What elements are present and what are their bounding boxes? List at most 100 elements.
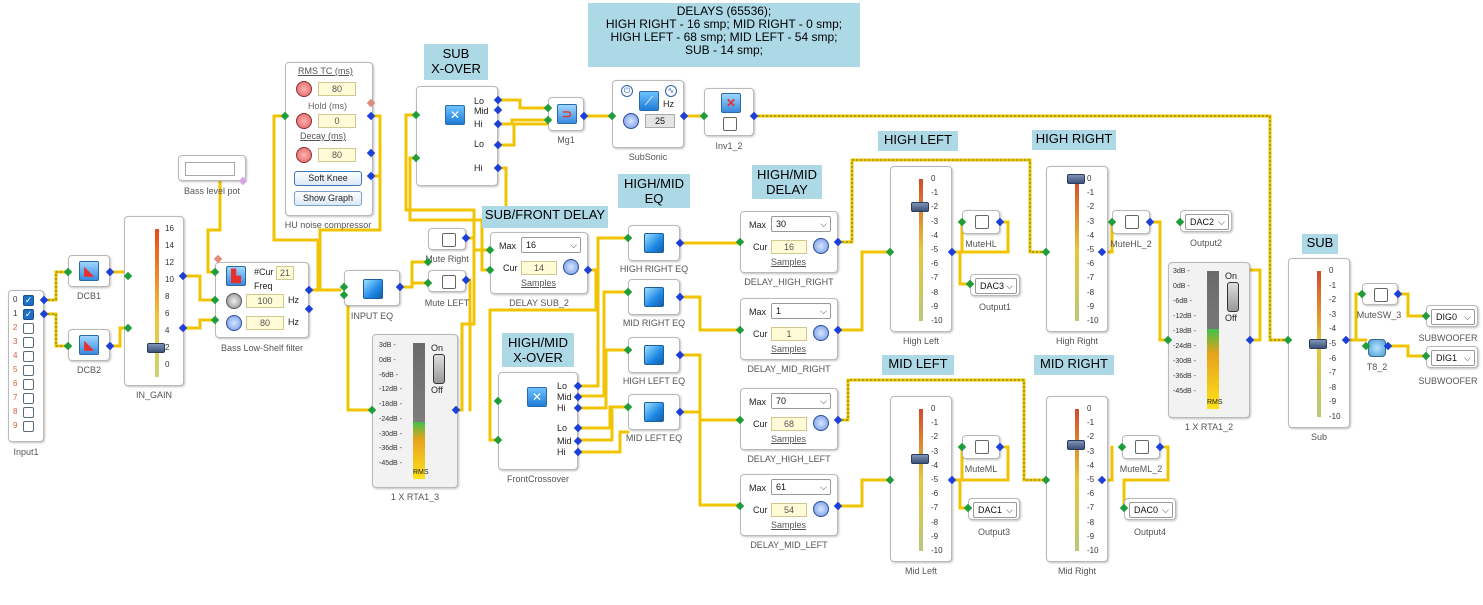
rta1-3-block[interactable]: 3dB -0dB --6dB --12dB --18dB --24dB --30… [372, 334, 458, 488]
dc-blocker-icon[interactable]: ◣ [79, 261, 99, 281]
output1-block[interactable]: DAC3⌵ [970, 274, 1020, 296]
mg1-block[interactable]: ⊃ [548, 97, 584, 131]
input-eq-block[interactable] [344, 270, 400, 306]
fader-block[interactable]: 0-1-2-3-4-5-6-7-8-9-10 [1046, 396, 1108, 562]
output2-block[interactable]: DAC2⌵ [1180, 210, 1232, 232]
compressor-block[interactable]: RMS TC (ms) 80 Hold (ms) 0 Decay (ms) 80… [285, 62, 373, 216]
subsonic-frequency-value[interactable]: 25 [645, 114, 675, 128]
soft-knee-button[interactable]: Soft Knee [294, 171, 362, 186]
fader-thumb[interactable] [911, 453, 929, 464]
subwoofer-dig0-block[interactable]: DIG0⌵ [1426, 305, 1478, 327]
delay-max-select[interactable]: 70⌵ [771, 393, 831, 409]
mute-left-checkbox[interactable] [442, 275, 456, 289]
delay-knob-icon[interactable] [563, 259, 579, 275]
fader-block[interactable]: 0-1-2-3-4-5-6-7-8-9-10 [890, 166, 952, 332]
delay-max-select[interactable]: 30⌵ [771, 216, 831, 232]
inv1-block[interactable]: ✕ [704, 88, 754, 136]
frequency-knob-icon[interactable] [623, 113, 639, 129]
mute-hl-checkbox[interactable] [975, 215, 989, 229]
bass-level-pot-input[interactable] [185, 162, 235, 176]
subsonic-block[interactable]: ⏻ ∿ ⟋ Hz 25 [612, 80, 684, 148]
rms-value[interactable]: 80 [318, 82, 356, 96]
mute-ml-checkbox[interactable] [975, 440, 989, 454]
output4-select[interactable]: DAC0⌵ [1129, 502, 1173, 518]
subwoofer-dig1-block[interactable]: DIG1⌵ [1426, 346, 1478, 368]
mute-hl2-block[interactable] [1112, 210, 1150, 234]
mute-hl2-checkbox[interactable] [1125, 215, 1139, 229]
invert-icon[interactable]: ✕ [721, 93, 741, 113]
connection-pin[interactable] [238, 176, 248, 186]
eq-block[interactable] [628, 394, 680, 430]
crossover-icon[interactable]: ✕ [445, 105, 465, 125]
bass-level-pot-block[interactable] [178, 155, 246, 181]
t8-2-block[interactable] [1366, 338, 1388, 358]
subwoofer-dig1-select[interactable]: DIG1⌵ [1431, 350, 1475, 366]
fader-block[interactable]: 0-1-2-3-4-5-6-7-8-9-10 [1288, 258, 1350, 428]
input-channel-checkbox[interactable] [23, 323, 34, 334]
eq-icon[interactable] [644, 345, 664, 365]
fader-thumb[interactable] [1309, 339, 1327, 349]
hold-value[interactable]: 0 [318, 114, 356, 128]
mute-ml2-block[interactable] [1122, 435, 1160, 459]
delay-knob-icon[interactable] [813, 238, 829, 254]
delay-cur-value[interactable]: 16 [771, 240, 807, 254]
eq-block[interactable] [628, 337, 680, 373]
fader-block[interactable]: 0-1-2-3-4-5-6-7-8-9-10 [1046, 166, 1108, 332]
gain-knob-icon[interactable] [226, 315, 242, 331]
show-graph-button[interactable]: Show Graph [294, 191, 362, 206]
input-channel-checkbox[interactable] [23, 407, 34, 418]
freq-value[interactable]: 100 [246, 294, 284, 308]
fader-thumb[interactable] [1067, 174, 1085, 184]
freq-knob-icon[interactable] [226, 293, 242, 309]
delay-sub-block[interactable]: Max 16⌵ Cur 14 Samples [490, 232, 588, 294]
decay-value[interactable]: 80 [318, 148, 356, 162]
output4-block[interactable]: DAC0⌵ [1124, 498, 1176, 520]
fader-thumb[interactable] [1067, 439, 1085, 450]
eq-icon[interactable] [363, 279, 383, 299]
input-channel-checkbox[interactable]: ✓ [23, 309, 34, 320]
invert-checkbox[interactable] [723, 117, 737, 131]
input-channel-checkbox[interactable] [23, 421, 34, 432]
high-pass-icon[interactable]: ⟋ [639, 91, 659, 111]
mute-sw3-block[interactable] [1362, 283, 1398, 305]
input-channel-checkbox[interactable] [23, 351, 34, 362]
mute-right-checkbox[interactable] [442, 233, 456, 247]
dc-blocker-icon[interactable]: ◣ [79, 335, 99, 355]
delay-sub-max-select[interactable]: 16⌵ [521, 237, 581, 253]
mute-right-block[interactable] [428, 228, 466, 250]
rta1-2-block[interactable]: 3dB -0dB --6dB --12dB --18dB --24dB --30… [1168, 262, 1250, 418]
eq-block[interactable] [628, 225, 680, 261]
low-shelf-icon[interactable]: ▙ [226, 266, 246, 286]
input-channel-checkbox[interactable] [23, 337, 34, 348]
rta1-3-on-off-switch[interactable] [433, 354, 445, 384]
mute-ml-block[interactable] [962, 435, 1000, 459]
dcb1-block[interactable]: ◣ [68, 255, 110, 287]
delay-knob-icon[interactable] [813, 415, 829, 431]
input-channel-checkbox[interactable] [23, 393, 34, 404]
power-icon[interactable]: ⏻ [621, 85, 633, 97]
output1-select[interactable]: DAC3⌵ [975, 278, 1017, 294]
output3-block[interactable]: DAC1⌵ [968, 498, 1020, 520]
in-gain-fader-thumb[interactable] [147, 343, 165, 353]
merge-icon[interactable]: ⊃ [557, 104, 577, 124]
eq-icon[interactable] [644, 402, 664, 422]
cur-value[interactable]: 21 [276, 266, 294, 280]
mute-left-block[interactable] [428, 270, 466, 292]
mute-hl-block[interactable] [962, 210, 1000, 234]
eq-block[interactable] [628, 279, 680, 315]
fader-thumb[interactable] [911, 202, 929, 213]
delay-cur-value[interactable]: 1 [771, 327, 807, 341]
rms-knob-icon[interactable] [296, 81, 312, 97]
mute-ml2-checkbox[interactable] [1135, 440, 1149, 454]
eq-icon[interactable] [644, 233, 664, 253]
gain-value[interactable]: 80 [246, 316, 284, 330]
output3-select[interactable]: DAC1⌵ [973, 502, 1017, 518]
rta1-2-on-off-switch[interactable] [1227, 282, 1239, 312]
output2-select[interactable]: DAC2⌵ [1185, 214, 1229, 230]
dcb2-block[interactable]: ◣ [68, 329, 110, 361]
wave-icon[interactable]: ∿ [665, 85, 677, 97]
